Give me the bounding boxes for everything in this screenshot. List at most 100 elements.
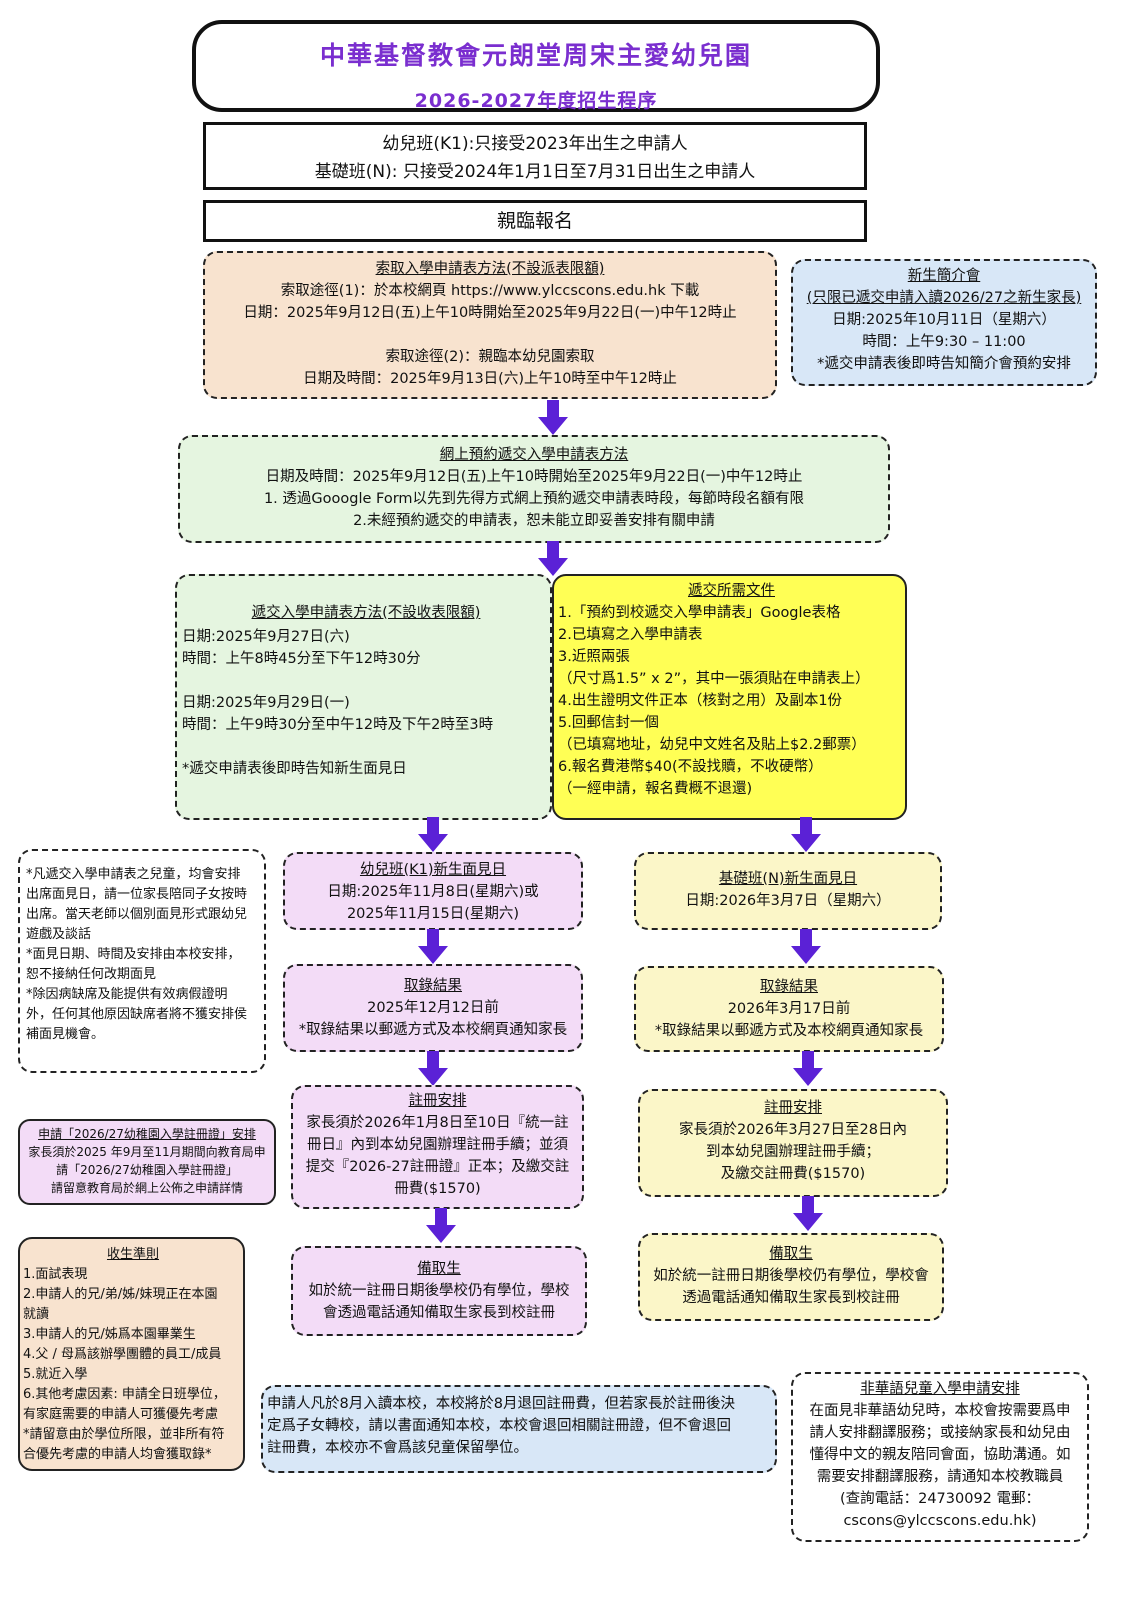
k1-reg-line: 冊日』內到本幼兒園辦理註冊手續；並須: [307, 1137, 568, 1153]
interview-note-line: 恕不接納任何改期面見: [26, 967, 157, 982]
k1-reg-line: 提交『2026-27註冊證』正本；及繳交註: [305, 1159, 570, 1175]
n-result-note: *取錄結果以郵遞方式及本校網頁通知家長: [654, 1023, 924, 1039]
orientation-date: 日期:2025年10月11日（星期六）: [832, 312, 1056, 328]
k1-interview-box: 幼兒班(K1)新生面見日 日期:2025年11月8日(星期六)或 2025年11…: [283, 852, 583, 930]
non-chinese-line: 需要安排翻譯服務，請通知本校教職員: [816, 1469, 1064, 1485]
refund-line: 申請人凡於8月入讀本校，本校將於8月退回註冊費，但若家長於註冊後決: [267, 1396, 735, 1412]
k1-interview-line2: 2025年11月15日(星期六): [346, 906, 520, 922]
criteria-line: 6.其他考慮因素: 申請全日班學位，: [23, 1387, 226, 1402]
n-result-title: 取錄結果: [760, 979, 818, 995]
online-booking-line1: 日期及時間：2025年9月12日(五)上午10時開始至2025年9月22日(一)…: [265, 469, 803, 485]
n-wait-title: 備取生: [769, 1246, 813, 1262]
documents-item: 5.回郵信封一個: [558, 715, 659, 731]
criteria-title: 收生準則: [106, 1247, 159, 1262]
eligibility-k1: 幼兒班(K1):只接受2023年出生之申請人: [382, 134, 688, 154]
eligibility-box: 幼兒班(K1):只接受2023年出生之申請人 基礎班(N): 只接受2024年1…: [203, 122, 867, 190]
documents-item: 4.出生證明文件正本（核對之用）及副本1份: [558, 693, 843, 709]
submit-date2: 日期:2025年9月29日(一): [182, 695, 350, 711]
n-result-date: 2026年3月17日前: [727, 1001, 851, 1017]
documents-item: （一經申請，報名費概不退還): [558, 781, 753, 797]
get-form-line2: 日期：2025年9月12日(五)上午10時開始至2025年9月22日(一)中午1…: [243, 305, 737, 321]
refund-line: 定爲子女轉校，請以書面通知本校，本校會退回相關註冊證，但不會退回: [267, 1418, 731, 1434]
non-chinese-line: cscons@ylccscons.edu.hk): [843, 1513, 1037, 1529]
submit-date1: 日期:2025年9月27日(六): [182, 629, 350, 645]
n-reg-line: 家長須於2026年3月27日至28日內: [678, 1122, 908, 1138]
n-reg-line: 到本幼兒園辦理註冊手續；: [706, 1144, 880, 1160]
k1-result-box: 取錄結果 2025年12月12日前 *取錄結果以郵遞方式及本校網頁通知家長: [283, 964, 583, 1052]
submit-box: 遞交入學申請表方法(不設收表限額) 日期:2025年9月27日(六) 時間：上午…: [175, 574, 552, 820]
k1-result-title: 取錄結果: [404, 978, 462, 994]
refund-line: 註冊費，本校亦不會爲該兒童保留學位。: [267, 1440, 528, 1456]
orientation-subtitle: (只限已遞交申請入讀2026/27之新生家長): [806, 290, 1082, 306]
interview-note-line: 出席。當天老師以個別面見形式跟幼兒: [26, 907, 248, 922]
k1-wait-line: 如於統一註冊日期後學校仍有學位，學校: [308, 1283, 570, 1299]
documents-item: 1.「預約到校遞交入學申請表」Google表格: [558, 605, 841, 621]
flow-arrow-k1-result: [418, 929, 448, 964]
flow-arrow-k1-interview: [418, 817, 448, 852]
non-chinese-line: 懂得中文的親友陪同會面，協助溝通。如: [809, 1447, 1071, 1463]
n-wait-line: 透過電話通知備取生家長到校註冊: [682, 1290, 900, 1306]
k1-reg-title: 註冊安排: [408, 1093, 467, 1109]
flow-arrow-k1-wait: [426, 1208, 456, 1243]
n-waitlist-box: 備取生 如於統一註冊日期後學校仍有學位，學校會 透過電話通知備取生家長到校註冊: [638, 1233, 944, 1321]
interview-note-line: 遊戲及談話: [26, 927, 92, 942]
k1-result-date: 2025年12月12日前: [367, 1000, 499, 1016]
n-reg-line: 及繳交註冊費($1570): [720, 1166, 866, 1182]
interview-note-line: *凡遞交入學申請表之兒童，均會安排: [26, 867, 241, 882]
flow-arrow-n-reg: [793, 1051, 823, 1086]
n-interview-box: 基礎班(N)新生面見日 日期:2026年3月7日（星期六）: [634, 852, 942, 930]
criteria-box: 收生準則 1.面試表現 2.申請人的兄/弟/姊/妹現正在本園 就讀 3.申請人的…: [18, 1237, 245, 1471]
interview-note-line: 補面見機會。: [26, 1027, 105, 1042]
criteria-line: 3.申請人的兄/姊爲本園畢業生: [23, 1327, 196, 1342]
flow-arrow-k1-reg: [418, 1051, 448, 1086]
flow-arrow-2: [538, 541, 568, 576]
orientation-time: 時間：上午9:30 – 11:00: [862, 334, 1026, 350]
n-interview-line1: 日期:2026年3月7日（星期六）: [685, 893, 891, 909]
non-chinese-line: 請人安排翻譯服務；或接納家長和幼兒由: [809, 1425, 1071, 1441]
submit-note: *遞交申請表後即時告知新生面見日: [182, 761, 407, 777]
documents-item: 6.報名費港幣$40(不設找贖，不收硬幣）: [558, 759, 823, 775]
get-form-line3: 索取途徑(2)：親臨本幼兒園索取: [385, 349, 595, 365]
criteria-line: *請留意由於學位所限，並非所有符: [23, 1427, 225, 1442]
refund-box: 申請人凡於8月入讀本校，本校將於8月退回註冊費，但若家長於註冊後決 定爲子女轉校…: [261, 1385, 777, 1473]
interview-note-line: 出席面見日，請一位家長陪同子女按時: [26, 887, 248, 902]
k1-wait-title: 備取生: [417, 1261, 461, 1277]
orientation-note: *遞交申請表後即時告知簡介會預約安排: [817, 356, 1071, 372]
submit-title: 遞交入學申請表方法(不設收表限額): [251, 605, 481, 621]
reg-cert-box: 申請「2026/27幼稚園入學註冊證」安排 家長須於2025 年9月至11月期間…: [18, 1119, 276, 1205]
eligibility-n: 基礎班(N): 只接受2024年1月1日至7月31日出生之申請人: [314, 162, 756, 182]
k1-result-note: *取錄結果以郵遞方式及本校網頁通知家長: [298, 1022, 568, 1038]
non-chinese-line: 在面見非華語幼兒時，本校會按需要爲申: [809, 1403, 1071, 1419]
title-banner: 中華基督教會元朗堂周宋主愛幼兒園 2026-2027年度招生程序: [192, 20, 880, 112]
interview-note-line: 外，任何其他原因缺席者將不獲安排侯: [26, 1007, 248, 1022]
orientation-title: 新生簡介會: [907, 268, 981, 284]
k1-wait-line: 會透過電話通知備取生家長到校註冊: [323, 1305, 555, 1321]
criteria-line: 1.面試表現: [23, 1267, 88, 1282]
get-form-title: 索取入學申請表方法(不設派表限額): [375, 261, 605, 277]
n-wait-line: 如於統一註冊日期後學校仍有學位，學校會: [653, 1268, 929, 1284]
criteria-line: 就讀: [23, 1307, 50, 1322]
get-form-line1: 索取途徑(1)：於本校網頁 https://www.ylccscons.edu.…: [280, 283, 700, 299]
submit-time2: 時間：上午9時30分至中午12時及下午2時至3時: [182, 717, 494, 733]
reg-cert-line: 家長須於2025 年9月至11月期間向教育局申: [28, 1145, 266, 1159]
submit-time1: 時間：上午8時45分至下午12時30分: [182, 651, 421, 667]
non-chinese-line: (查詢電話：24730092 電郵：: [839, 1491, 1041, 1507]
k1-registration-box: 註冊安排 家長須於2026年1月8日至10日『統一註 冊日』內到本幼兒園辦理註冊…: [291, 1085, 584, 1209]
k1-interview-title: 幼兒班(K1)新生面見日: [359, 862, 507, 878]
get-form-box: 索取入學申請表方法(不設派表限額) 索取途徑(1)：於本校網頁 https://…: [203, 251, 777, 399]
online-booking-title: 網上預約遞交入學申請表方法: [439, 447, 629, 463]
interview-note-line: *面見日期、時間及安排由本校安排，: [26, 947, 241, 962]
interview-note-line: *除因病缺席及能提供有效病假證明: [26, 987, 228, 1002]
documents-box: 遞交所需文件 1.「預約到校遞交入學申請表」Google表格 2.已填寫之入學申…: [552, 574, 907, 820]
k1-reg-line: 冊費($1570): [394, 1181, 481, 1197]
online-booking-box: 網上預約遞交入學申請表方法 日期及時間：2025年9月12日(五)上午10時開始…: [178, 435, 890, 543]
page-title: 中華基督教會元朗堂周宋主愛幼兒園: [319, 41, 752, 70]
n-result-box: 取錄結果 2026年3月17日前 *取錄結果以郵遞方式及本校網頁通知家長: [634, 966, 944, 1052]
n-registration-box: 註冊安排 家長須於2026年3月27日至28日內 到本幼兒園辦理註冊手續； 及繳…: [638, 1089, 948, 1197]
criteria-line: 2.申請人的兄/弟/姊/妹現正在本園: [23, 1287, 218, 1302]
interview-note-box: *凡遞交入學申請表之兒童，均會安排 出席面見日，請一位家長陪同子女按時 出席。當…: [18, 849, 266, 1073]
criteria-line: 有家庭需要的申請人可獲優先考慮: [23, 1407, 219, 1422]
non-chinese-box: 非華語兒童入學申請安排 在面見非華語幼兒時，本校會按需要爲申 請人安排翻譯服務；…: [791, 1372, 1089, 1542]
n-reg-title: 註冊安排: [764, 1100, 822, 1116]
page-subtitle: 2026-2027年度招生程序: [414, 90, 658, 112]
